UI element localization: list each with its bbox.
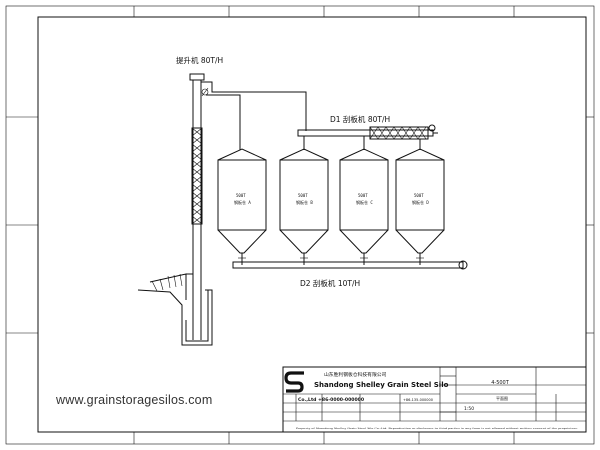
drawing-border: [37, 16, 587, 433]
conveyor-d1-label: D1 刮板机 80T/H: [330, 114, 390, 124]
rights-notes: Property of Shandong Shelley Grain Steel…: [296, 427, 579, 430]
frame-ticks: [6, 6, 594, 444]
silo-3-capacity: 500T: [358, 193, 368, 198]
silo-2-name: 钢板仓 B: [296, 199, 313, 205]
contact-line: Co.,Ltd +86-0000-000000: [298, 397, 364, 403]
company-logo-icon: [284, 371, 304, 393]
silo-4-capacity: 500T: [414, 193, 424, 198]
company-name-en: Shandong Shelley Grain Steel Silo: [314, 381, 449, 389]
silo-2-capacity: 500T: [298, 193, 308, 198]
silo-2: [279, 148, 329, 265]
sheet-name: 平面图: [496, 395, 508, 401]
silo-1: [217, 148, 267, 265]
silo-1-capacity: 500T: [236, 193, 246, 198]
silo-1-name: 钢板仓 A: [234, 199, 251, 205]
elevator-label: 提升机 80T/H: [176, 55, 223, 65]
silo-3-name: 钢板仓 C: [356, 199, 373, 205]
website-watermark: www.grainstoragesilos.com: [56, 393, 213, 407]
title-block: [282, 366, 587, 433]
conveyor-d1: [297, 124, 438, 150]
silo-4-name: 钢板仓 D: [412, 199, 429, 205]
outer-frame: [5, 5, 595, 445]
conveyor-d2-label: D2 刮板机 10T/H: [300, 278, 360, 288]
drawing-title: 4-500T: [491, 380, 510, 386]
bucket-elevator: [137, 73, 307, 346]
conveyor-d2: [232, 257, 468, 270]
silo-4: [395, 148, 445, 265]
silo-3: [339, 148, 389, 265]
scale-value: 1:50: [464, 406, 474, 412]
phone-right: +86-135-000000: [403, 398, 433, 402]
company-name-cn: 山东胜利钢板仓科技有限公司: [324, 371, 387, 378]
